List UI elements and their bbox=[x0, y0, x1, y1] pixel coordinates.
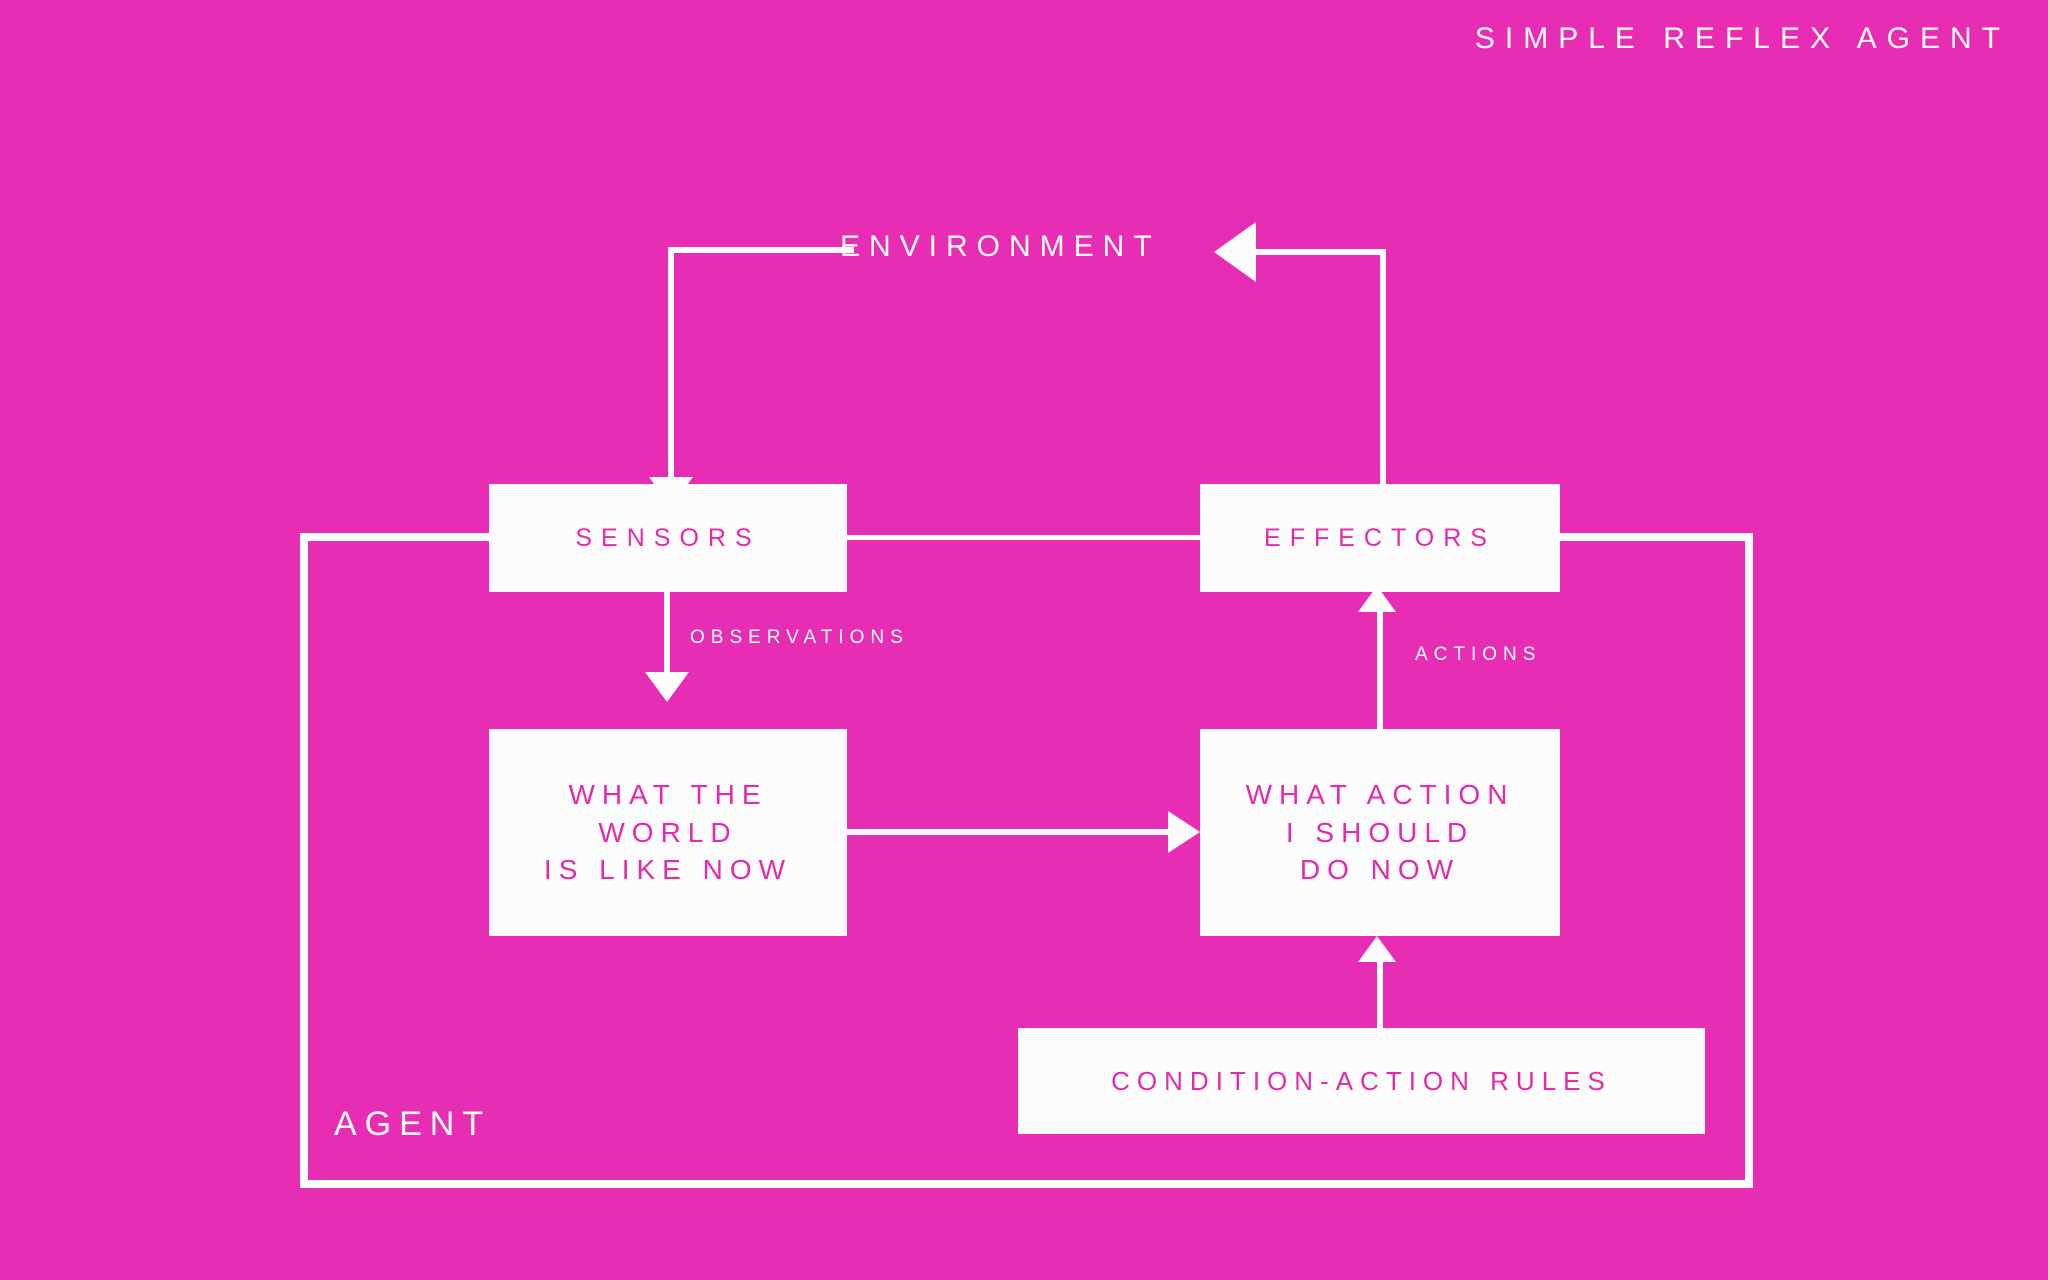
node-action-choice-line3: DO NOW bbox=[1299, 854, 1461, 886]
sensors-to-effectors-line bbox=[847, 535, 1201, 540]
node-action-choice[interactable]: WHAT ACTION I SHOULD DO NOW bbox=[1200, 729, 1560, 936]
effectors-to-environment-vertical bbox=[1380, 249, 1386, 485]
arrowhead-left-to-environment-icon bbox=[1214, 222, 1256, 282]
arrowhead-down-observations-icon bbox=[645, 672, 689, 702]
node-condition-action-rules[interactable]: CONDITION-ACTION RULES bbox=[1018, 1028, 1705, 1134]
node-action-choice-line1: WHAT ACTION bbox=[1245, 778, 1515, 810]
agent-label: AGENT bbox=[334, 1105, 492, 1143]
node-rules-label: CONDITION-ACTION RULES bbox=[1111, 1065, 1612, 1096]
actions-line bbox=[1377, 608, 1383, 729]
agent-boundary-top-left bbox=[300, 533, 496, 541]
node-world-state-line2: WORLD bbox=[598, 816, 738, 848]
node-sensors-label: SENSORS bbox=[575, 523, 761, 552]
world-state-to-action-line bbox=[847, 829, 1170, 835]
environment-label: ENVIRONMENT bbox=[840, 230, 1161, 263]
node-effectors-label: EFFECTORS bbox=[1264, 523, 1496, 552]
rules-to-action-line bbox=[1377, 960, 1383, 1028]
node-effectors[interactable]: EFFECTORS bbox=[1200, 484, 1560, 592]
page-title: SIMPLE REFLEX AGENT bbox=[1474, 22, 2010, 55]
node-world-state-line1: WHAT THE bbox=[568, 778, 768, 810]
arrowhead-right-to-action-icon bbox=[1168, 811, 1200, 853]
arrowhead-up-rules-icon bbox=[1358, 936, 1396, 962]
effectors-to-environment-horizontal bbox=[1256, 249, 1386, 255]
node-action-choice-line2: I SHOULD bbox=[1285, 816, 1475, 848]
environment-to-sensors-horizontal bbox=[668, 247, 854, 253]
node-sensors[interactable]: SENSORS bbox=[489, 484, 847, 592]
agent-boundary-top-right bbox=[1553, 533, 1753, 541]
actions-label: ACTIONS bbox=[1415, 644, 1542, 665]
agent-boundary-left bbox=[300, 533, 308, 1188]
node-world-state-line3: IS LIKE NOW bbox=[543, 854, 793, 886]
observations-line bbox=[664, 592, 670, 678]
agent-boundary-bottom bbox=[300, 1180, 1753, 1188]
node-world-state[interactable]: WHAT THE WORLD IS LIKE NOW bbox=[489, 729, 847, 936]
observations-label: OBSERVATIONS bbox=[690, 627, 909, 648]
agent-boundary-right bbox=[1745, 533, 1753, 1188]
environment-to-sensors-vertical bbox=[668, 247, 674, 479]
